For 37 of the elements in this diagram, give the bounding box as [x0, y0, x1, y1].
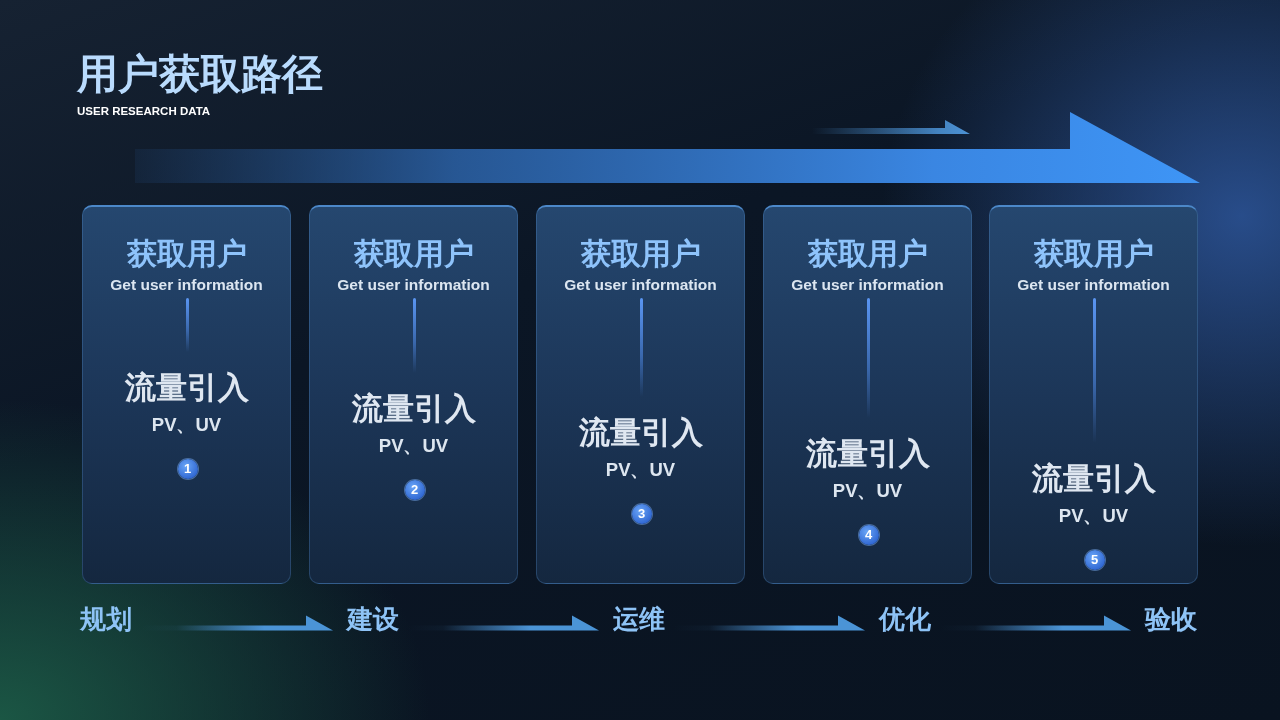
stage-label: 建设: [347, 604, 399, 634]
metric-title: 流量引入: [1031, 461, 1156, 497]
metric-note: PV、UV: [832, 480, 903, 502]
card-subheading: Get user information: [1017, 276, 1170, 294]
metric-title: 流量引入: [124, 370, 249, 406]
metric-title: 流量引入: [805, 436, 930, 472]
number-badge: 2: [404, 480, 425, 500]
card: [763, 205, 972, 584]
card-heading: 获取用户: [580, 236, 701, 272]
stage-label: 优化: [879, 604, 931, 634]
card: [309, 205, 518, 584]
card-subheading: Get user information: [110, 276, 263, 294]
metric-note: PV、UV: [151, 414, 222, 436]
card-subheading: Get user information: [337, 276, 490, 294]
card-heading: 获取用户: [126, 236, 247, 272]
stage-label: 运维: [613, 604, 665, 634]
card-subheading: Get user information: [791, 276, 944, 294]
card: [82, 205, 291, 584]
card-heading: 获取用户: [1033, 236, 1154, 272]
card: [989, 205, 1198, 584]
subtitle: USER RESEARCH DATA: [77, 104, 211, 118]
number-badge: 4: [858, 525, 879, 545]
card-heading: 获取用户: [807, 236, 928, 272]
metric-note: PV、UV: [378, 435, 449, 457]
metric-title: 流量引入: [351, 391, 476, 427]
number-badge: 1: [177, 459, 198, 479]
title: 用户获取路径: [77, 50, 323, 98]
metric-title: 流量引入: [578, 415, 703, 451]
card: [536, 205, 745, 584]
number-badge: 5: [1084, 550, 1105, 570]
number-badge: 3: [631, 504, 652, 524]
stage-label: 验收: [1145, 604, 1197, 634]
card-heading: 获取用户: [353, 236, 474, 272]
stage-label: 规划: [80, 604, 132, 634]
card-subheading: Get user information: [564, 276, 717, 294]
metric-note: PV、UV: [1058, 505, 1129, 527]
metric-note: PV、UV: [605, 459, 676, 481]
